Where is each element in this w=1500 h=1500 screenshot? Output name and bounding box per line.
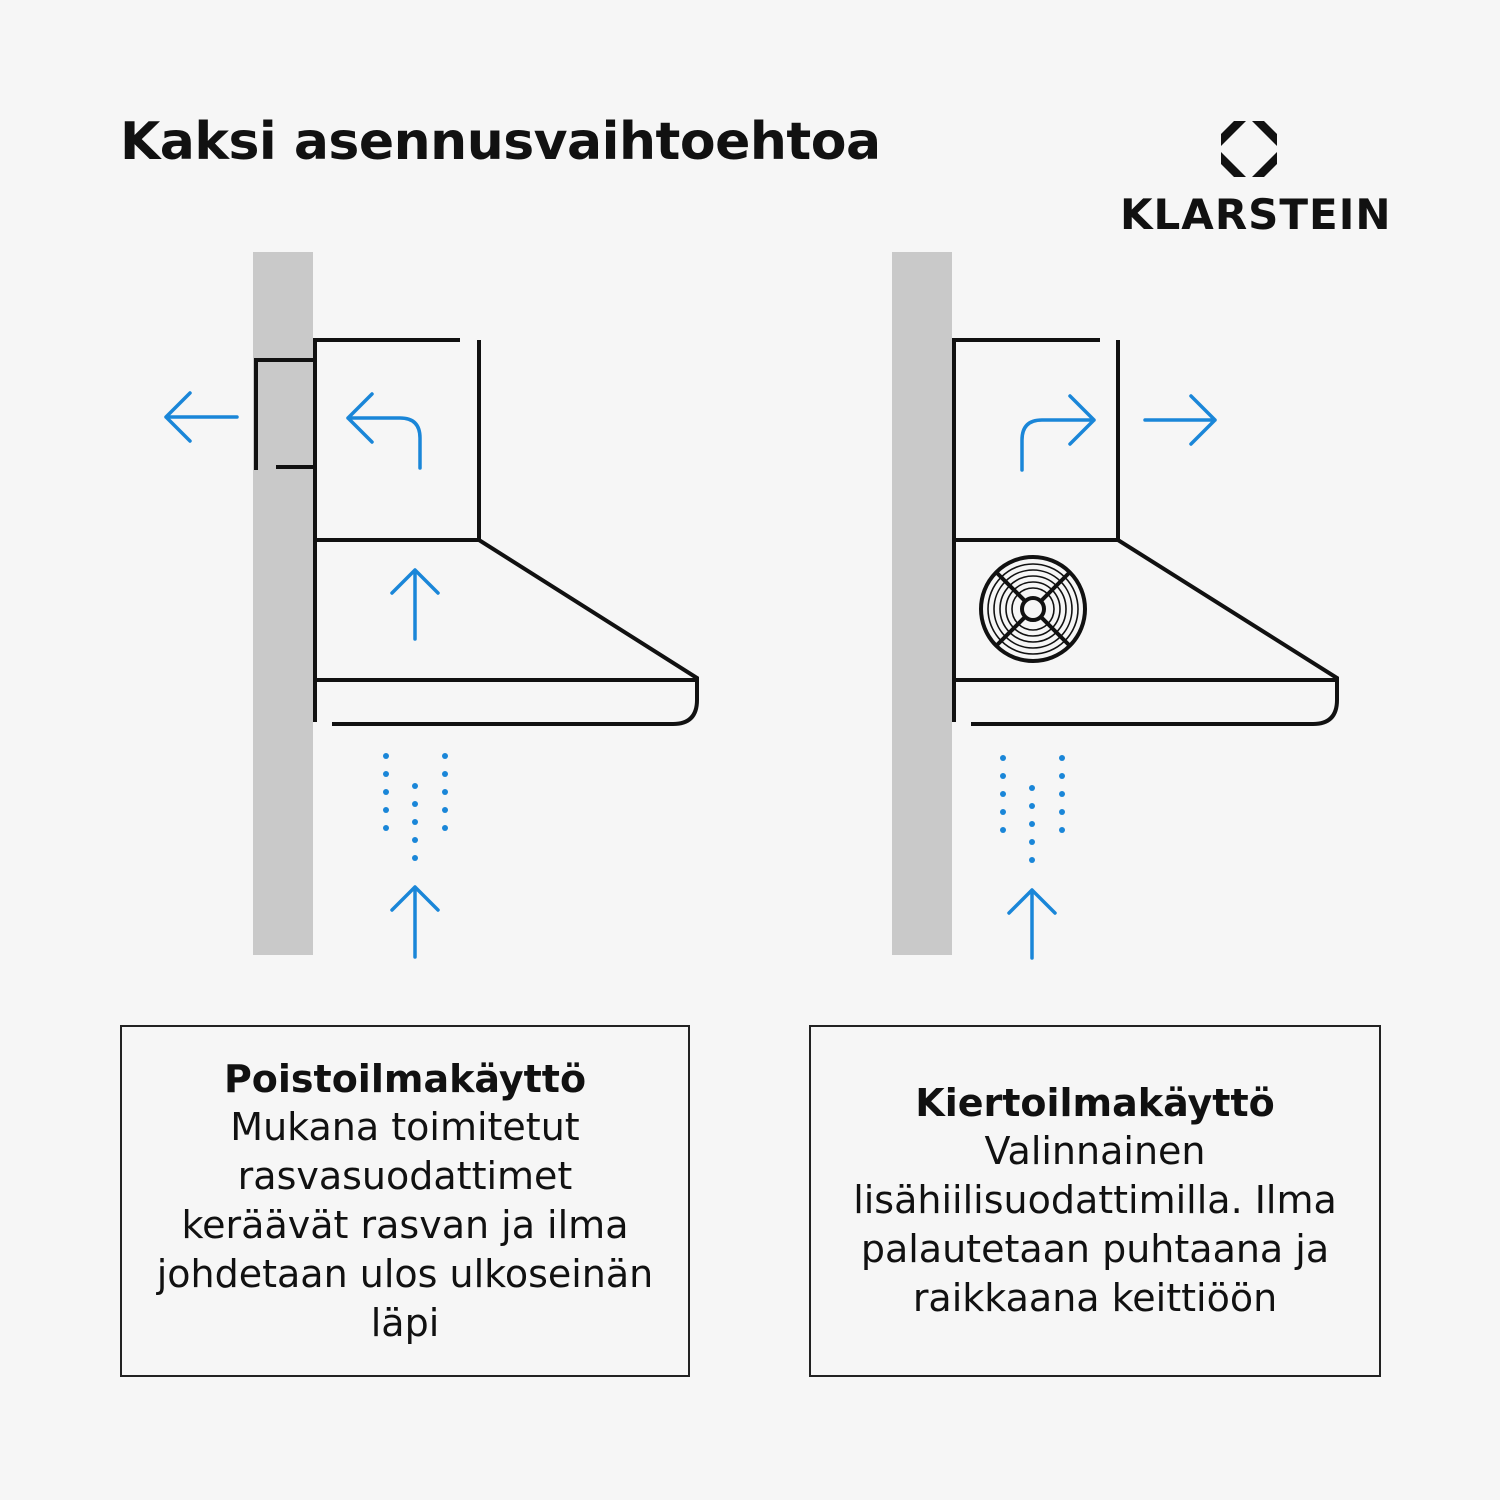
exhaust-mode-description: Mukana toimitetut rasvasuodattimet kerää… [156, 1104, 654, 1345]
hood-chimney [313, 338, 481, 722]
hood-canopy [315, 538, 699, 726]
turn-left-arrow-icon [346, 392, 422, 470]
up-arrow-icon [1007, 888, 1057, 960]
rising-air-dots [1000, 755, 1065, 863]
hood-chimney [952, 338, 1120, 722]
hood-canopy [954, 538, 1339, 726]
brand-logo: KLARSTEIN [1120, 118, 1392, 239]
exhaust-mode-title: Poistoilmakäyttö [223, 1056, 587, 1101]
klarstein-logo-icon [1221, 121, 1277, 177]
wall-left [253, 252, 313, 955]
rising-air-dots [383, 753, 448, 861]
installation-diagrams [164, 252, 1339, 960]
brand-name: KLARSTEIN [1120, 190, 1392, 239]
wall-duct [254, 358, 315, 470]
up-arrow-icon [390, 568, 440, 641]
up-arrow-icon [390, 885, 440, 959]
turn-right-arrow-icon [1020, 394, 1096, 472]
fan-icon [979, 555, 1087, 663]
recirculation-mode-card: Kiertoilmakäyttö Valinnainen lisähiilisu… [809, 1025, 1381, 1377]
recirculation-mode-title: Kiertoilmakäyttö [915, 1081, 1275, 1125]
exhaust-mode-diagram [164, 252, 699, 959]
recirculation-mode-description: Valinnainen lisähiilisuodattimilla. Ilma… [853, 1129, 1337, 1320]
outlet-arrow-icon [1143, 394, 1217, 446]
recirculation-mode-diagram [892, 252, 1339, 960]
exhaust-mode-card: Poistoilmakäyttö Mukana toimitetut rasva… [120, 1025, 690, 1377]
outlet-arrow-icon [164, 391, 239, 443]
wall-right [892, 252, 952, 955]
page-title: Kaksi asennusvaihtoehtoa [120, 112, 881, 172]
